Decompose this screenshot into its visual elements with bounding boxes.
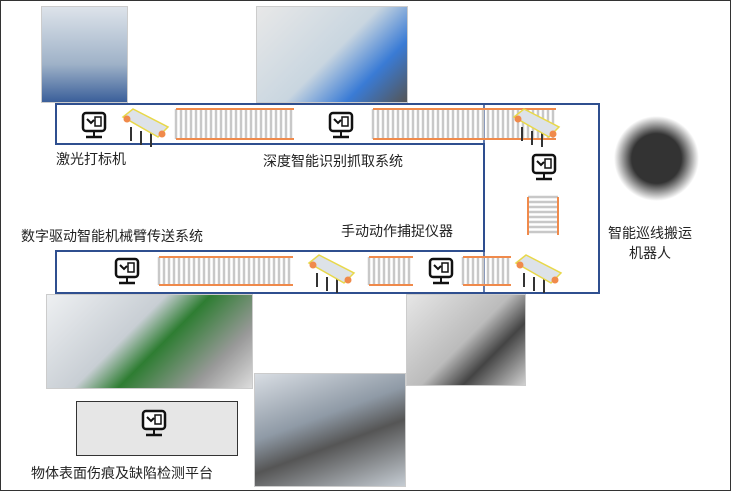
- label-patrol-robot-1: 智能巡线搬运: [608, 226, 692, 242]
- patrol-robot-photo: [604, 111, 709, 206]
- roller-conveyor: [367, 256, 413, 286]
- roller-conveyor: [461, 256, 511, 286]
- belt-conveyor-icon: [514, 254, 563, 293]
- monitor-wrench-icon: [141, 409, 167, 439]
- belt-conveyor-icon: [307, 254, 356, 293]
- monitor-wrench-icon: [114, 257, 140, 287]
- depth-grasp-photo: [256, 6, 408, 103]
- belt-conveyor-icon: [121, 108, 170, 147]
- motion-capture-photo: [406, 294, 526, 386]
- belt-conveyor-icon: [512, 108, 561, 147]
- label-surface-inspection: 物体表面伤痕及缺陷检测平台: [31, 466, 213, 482]
- label-digital-arm: 数字驱动智能机械臂传送系统: [21, 229, 203, 245]
- label-depth: 深度智能识别抓取系统: [263, 154, 403, 170]
- label-patrol-robot-2: 机器人: [629, 246, 671, 262]
- laser-marker-photo: [41, 6, 128, 103]
- label-motion-capture: 手动动作捕捉仪器: [341, 224, 453, 240]
- monitor-wrench-icon: [531, 153, 557, 183]
- monitor-wrench-icon: [428, 257, 454, 287]
- roller-conveyor: [527, 195, 559, 235]
- monitor-wrench-icon: [328, 111, 354, 141]
- roller-conveyor: [157, 256, 293, 286]
- surface-inspection-photo: [254, 373, 406, 487]
- label-laser: 激光打标机: [56, 152, 126, 168]
- monitor-wrench-icon: [81, 111, 107, 141]
- digital-arm-photo: [46, 294, 253, 389]
- roller-conveyor: [174, 108, 294, 140]
